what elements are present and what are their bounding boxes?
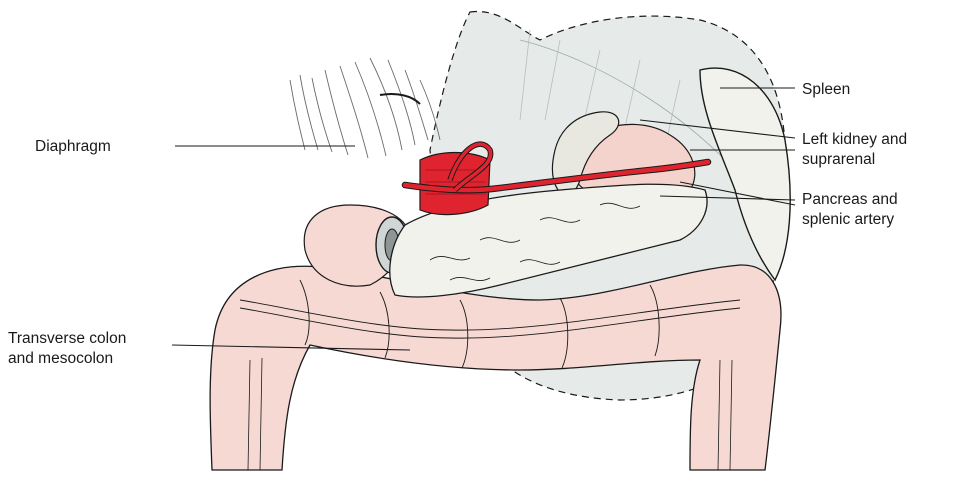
- label-pancreas-line2: splenic artery: [802, 211, 894, 228]
- label-kidney-line1: Left kidney and: [802, 131, 907, 148]
- label-colon-line1: Transverse colon: [8, 330, 126, 347]
- label-pancreas-line1: Pancreas and: [802, 191, 898, 208]
- label-spleen: Spleen: [802, 81, 850, 98]
- label-diaphragm: Diaphragm: [35, 138, 111, 155]
- label-colon-line2: and mesocolon: [8, 350, 113, 367]
- label-kidney-line2: suprarenal: [802, 151, 875, 168]
- diaphragm-hatching: [290, 58, 440, 158]
